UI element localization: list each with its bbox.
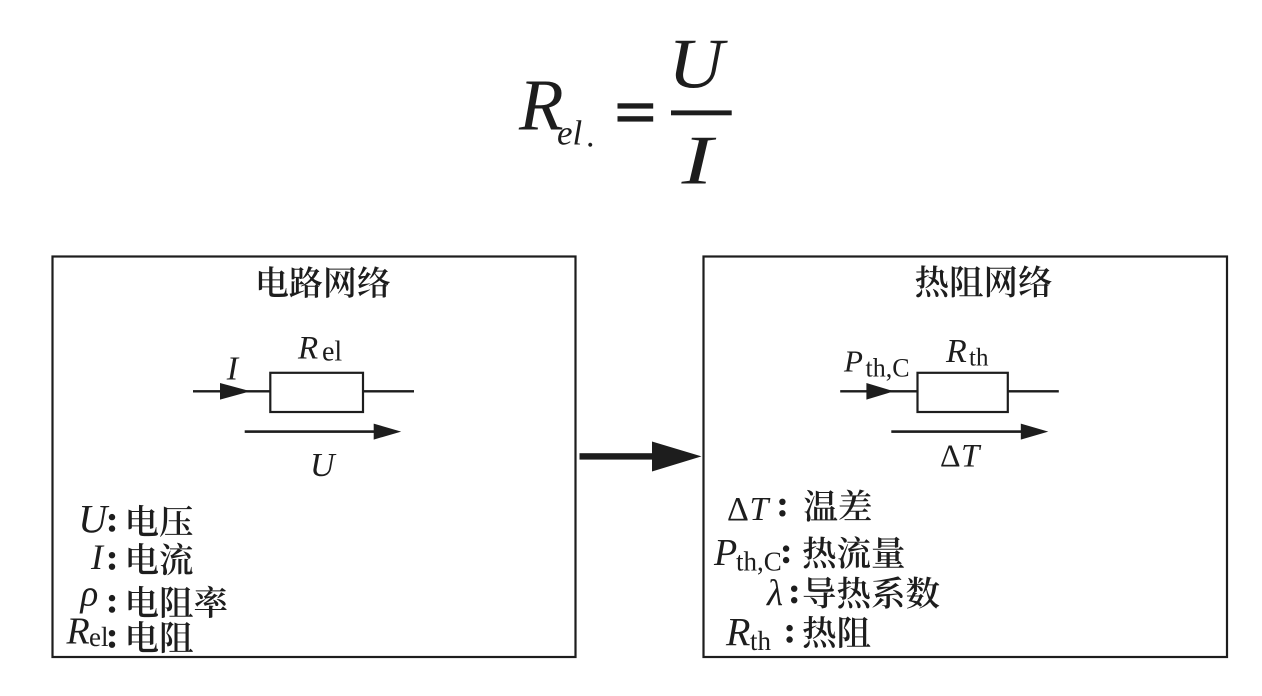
svg-text:I: I: [226, 351, 240, 388]
svg-text:U: U: [668, 24, 728, 103]
svg-text:I: I: [90, 537, 105, 577]
svg-text:th: th: [750, 626, 772, 656]
svg-text:th,C: th,C: [866, 354, 910, 383]
svg-text:th: th: [969, 345, 989, 372]
svg-text:ρ: ρ: [80, 574, 99, 615]
svg-text:Δ: Δ: [727, 491, 749, 528]
svg-text:R: R: [518, 65, 564, 146]
svg-text:P: P: [713, 532, 737, 574]
svg-text:R: R: [945, 333, 967, 370]
svg-text:el: el: [557, 114, 582, 153]
svg-text:T: T: [961, 439, 982, 475]
svg-text:T: T: [750, 491, 771, 528]
svg-text:I: I: [680, 121, 716, 198]
svg-text:el: el: [89, 622, 109, 652]
svg-text:λ: λ: [766, 573, 783, 614]
svg-text:R: R: [725, 610, 750, 655]
svg-text:P: P: [843, 343, 863, 378]
svg-text:th,C: th,C: [736, 547, 782, 577]
svg-text:R: R: [297, 331, 318, 367]
svg-text:el: el: [322, 337, 342, 368]
svg-text:Δ: Δ: [940, 438, 961, 474]
svg-text:.: .: [586, 118, 595, 155]
svg-text:U: U: [310, 447, 337, 484]
svg-text:U: U: [78, 497, 110, 542]
svg-text:R: R: [66, 611, 90, 653]
